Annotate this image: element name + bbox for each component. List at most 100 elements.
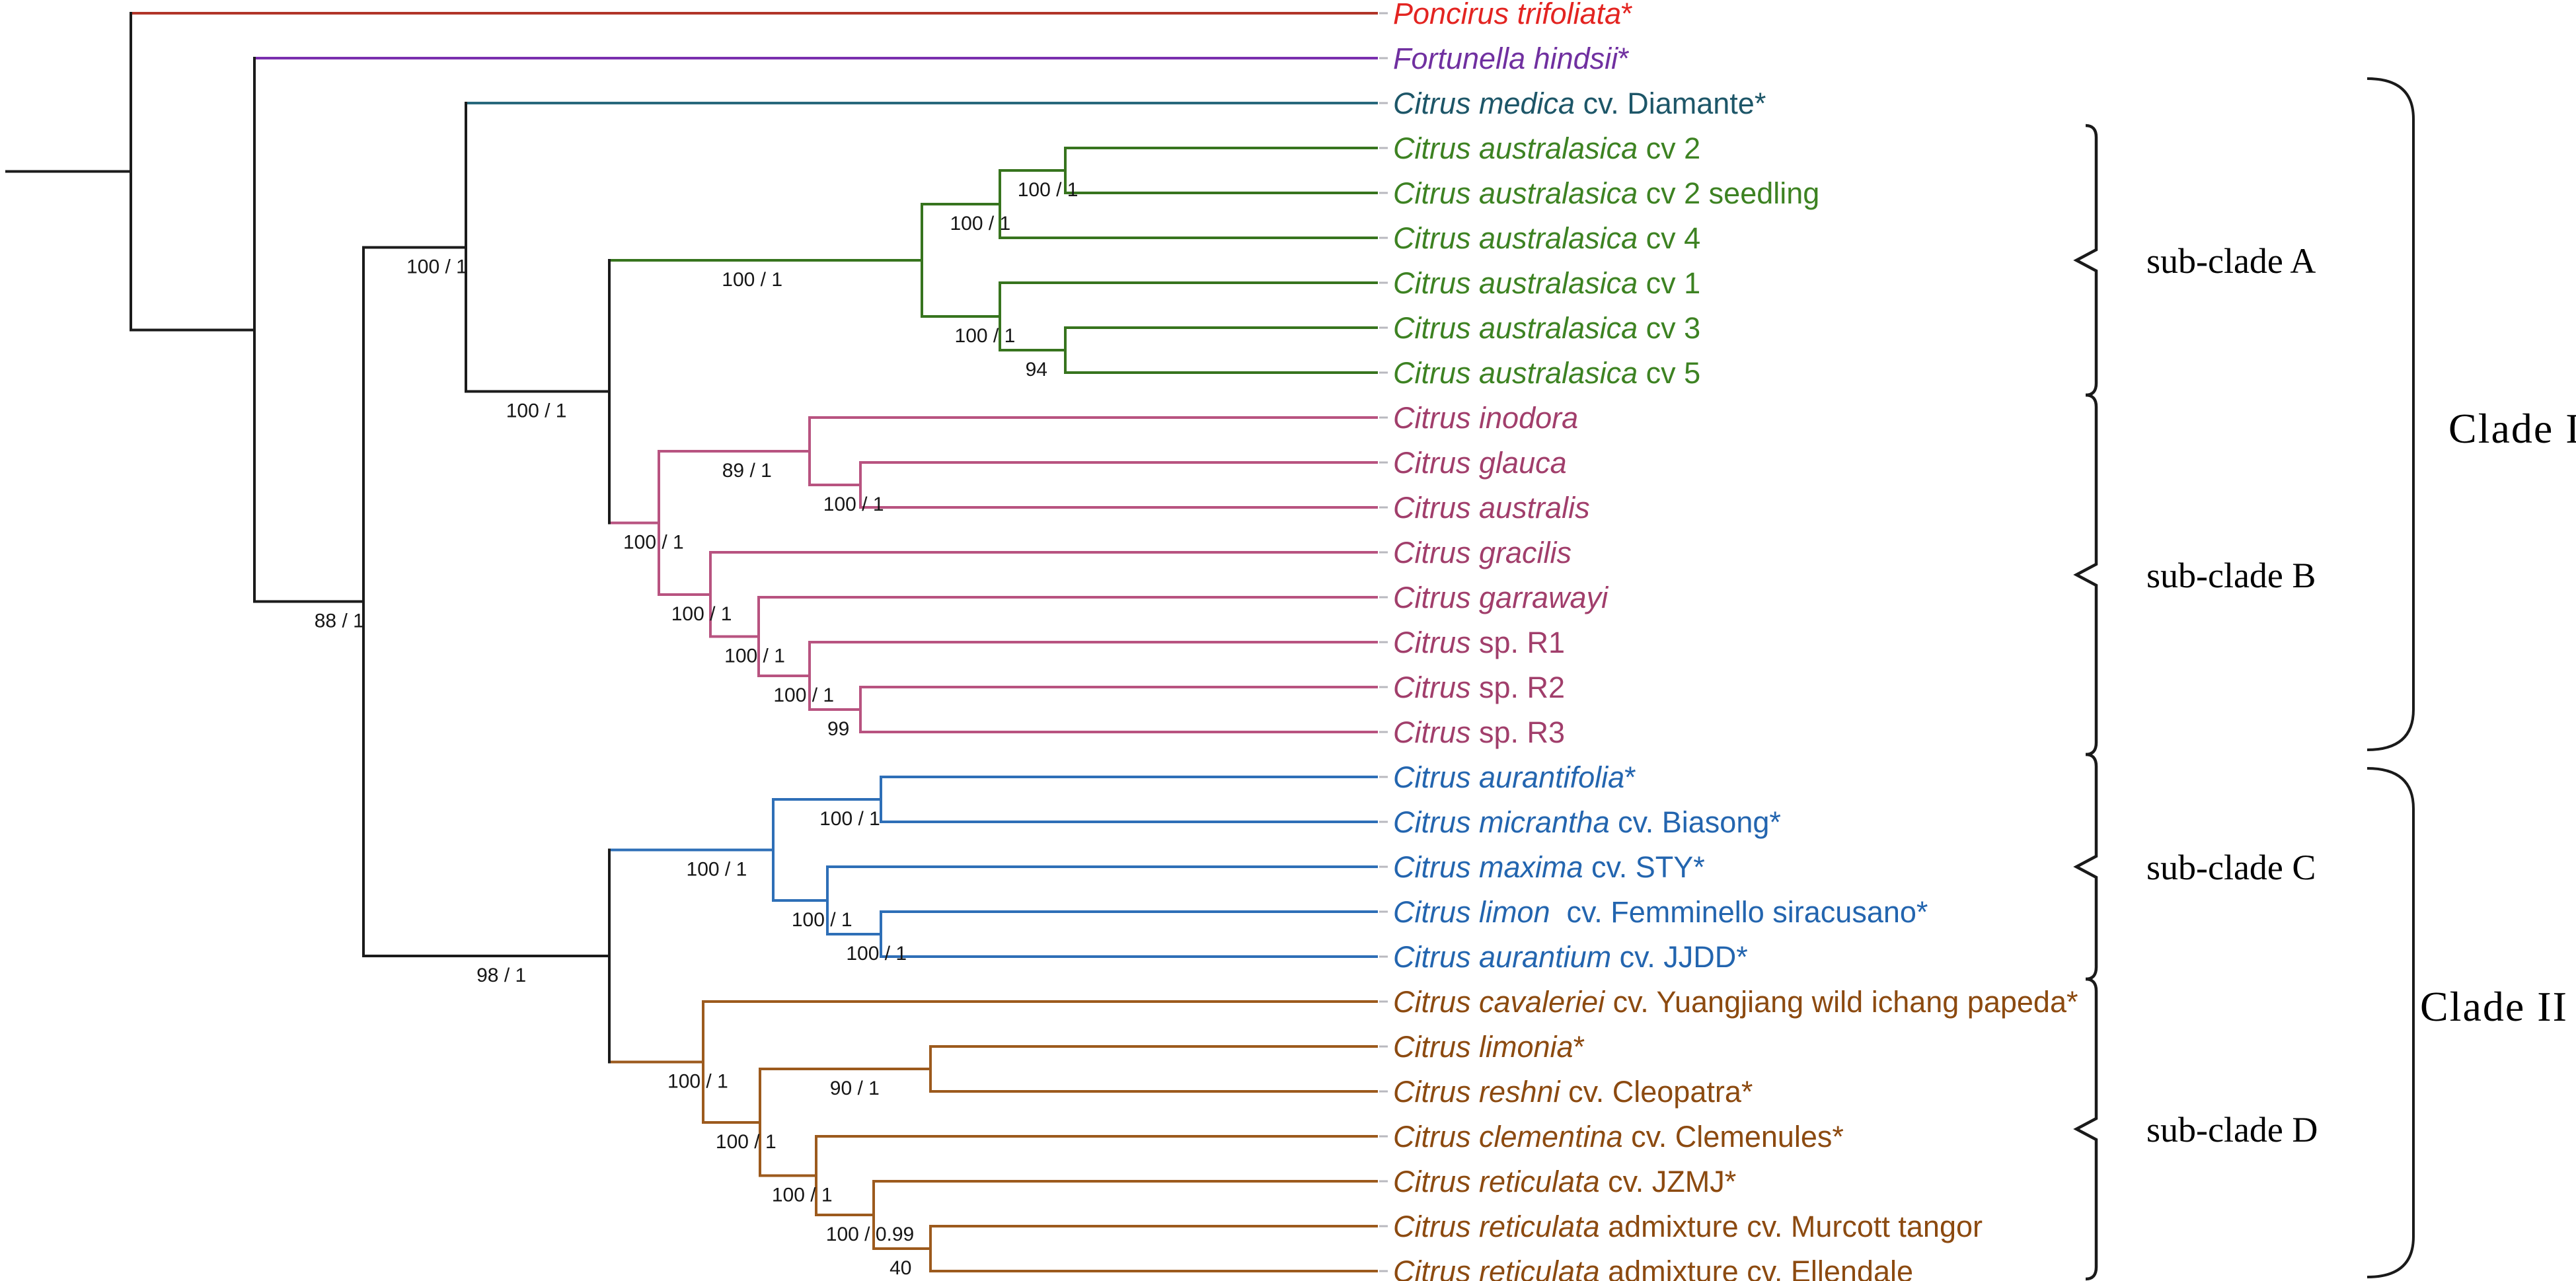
taxon-label: Citrus cavaleriei cv. Yuangjiang wild ic… xyxy=(1393,985,2078,1019)
subclade-label: sub-clade C xyxy=(2146,848,2316,887)
taxon-name-regular: cv. Clemenules* xyxy=(1623,1120,1844,1153)
taxon-name-italic: Citrus australasica xyxy=(1393,311,1638,345)
support-value: 100 / 1 xyxy=(846,943,907,965)
subclade-brace xyxy=(2073,752,2098,981)
taxon-name-regular: cv 5 xyxy=(1638,356,1700,390)
support-value: 100 / 1 xyxy=(724,645,785,667)
taxon-label: Citrus clementina cv. Clemenules* xyxy=(1393,1120,1844,1153)
taxon-name-regular: cv. Biasong* xyxy=(1610,805,1781,839)
taxon-name-regular: cv. JJDD* xyxy=(1611,940,1748,974)
taxon-label: Citrus reshni cv. Cleopatra* xyxy=(1393,1075,1753,1109)
support-value: 98 / 1 xyxy=(476,965,526,986)
taxon-name-italic: Citrus australasica xyxy=(1393,221,1638,255)
taxon-name-italic: Citrus reshni xyxy=(1393,1075,1562,1109)
subclade-brace xyxy=(2073,393,2098,756)
taxon-name-regular: cv. Diamante* xyxy=(1575,87,1766,120)
taxon-name-regular: cv. JZMJ* xyxy=(1600,1165,1737,1198)
clade-label: Clade II xyxy=(2420,983,2568,1030)
taxon-name-regular: sp. R1 xyxy=(1471,626,1566,659)
taxon-name-italic: Citrus australis xyxy=(1393,491,1590,525)
taxon-label: Citrus reticulata cv. JZMJ* xyxy=(1393,1165,1736,1198)
taxon-label: Citrus aurantifolia* xyxy=(1393,760,1636,794)
taxon-name-italic: Citrus reticulata xyxy=(1393,1165,1600,1198)
support-value: 100 / 1 xyxy=(722,269,782,291)
support-value: 89 / 1 xyxy=(722,460,772,482)
taxon-name-italic: Citrus micrantha xyxy=(1393,805,1610,839)
taxon-name-regular: sp. R3 xyxy=(1471,715,1566,749)
taxon-label: Citrus sp. R1 xyxy=(1393,626,1565,659)
taxon-name-italic: Citrus reticulata xyxy=(1393,1255,1600,1281)
support-value: 100 / 1 xyxy=(1018,179,1079,201)
support-value: 100 / 1 xyxy=(623,531,684,553)
taxon-label: Citrus sp. R2 xyxy=(1393,671,1565,704)
taxon-name-italic: Citrus maxima xyxy=(1393,850,1583,884)
subclade-label: sub-clade A xyxy=(2146,241,2316,281)
taxon-name-italic: Citrus inodora xyxy=(1393,401,1578,435)
taxon-name-regular: sp. R2 xyxy=(1471,671,1566,704)
taxon-label: Citrus medica cv. Diamante* xyxy=(1393,87,1766,120)
taxon-label: Citrus reticulata admixture cv. Murcott … xyxy=(1393,1210,1983,1243)
taxon-name-italic: Citrus australasica xyxy=(1393,176,1638,210)
taxon-name-italic: Citrus xyxy=(1393,626,1471,659)
clade-label: Clade I xyxy=(2448,405,2576,452)
taxon-name-italic: Citrus garrawayi xyxy=(1393,581,1609,614)
taxon-name-regular: * xyxy=(1624,760,1636,794)
taxon-label: Citrus gracilis xyxy=(1393,536,1572,569)
taxon-name-regular: * xyxy=(1621,0,1633,30)
taxon-name-italic: Citrus cavaleriei xyxy=(1393,985,1606,1019)
taxon-name-italic: Citrus australasica xyxy=(1393,356,1638,390)
support-value: 99 xyxy=(827,718,849,740)
clade-bracket xyxy=(2367,77,2415,751)
support-value: 100 / 1 xyxy=(506,400,567,422)
taxon-name-regular: cv. STY* xyxy=(1583,850,1705,884)
support-value: 100 / 1 xyxy=(671,603,732,625)
taxon-name-italic: Citrus australasica xyxy=(1393,266,1638,300)
taxon-name-regular: cv 2 seedling xyxy=(1638,176,1819,210)
taxon-name-regular: cv 1 xyxy=(1638,266,1700,300)
subclade-label: sub-clade B xyxy=(2146,556,2316,595)
taxon-name-regular: * xyxy=(1618,42,1630,75)
taxon-name-italic: Citrus limon xyxy=(1393,895,1550,929)
taxon-name-regular: cv. Femminello siracusano* xyxy=(1550,895,1928,929)
support-value: 100 / 1 xyxy=(773,684,834,706)
taxon-name-regular: admixture cv. Ellendale xyxy=(1600,1255,1913,1281)
support-value: 94 xyxy=(1026,359,1047,381)
taxon-label: Citrus australasica cv 4 xyxy=(1393,221,1700,255)
taxon-name-regular: cv 4 xyxy=(1638,221,1700,255)
support-value: 100 / 1 xyxy=(772,1185,833,1206)
taxon-name-italic: Citrus aurantium xyxy=(1393,940,1611,974)
support-value: 100 / 1 xyxy=(687,859,747,881)
taxon-name-italic: Citrus reticulata xyxy=(1393,1210,1600,1243)
subclade-label: sub-clade D xyxy=(2146,1110,2318,1150)
taxon-name-italic: Citrus aurantifolia xyxy=(1393,760,1624,794)
taxon-name-regular: cv. Yuangjiang wild ichang papeda* xyxy=(1605,985,2078,1019)
taxon-label: Citrus inodora xyxy=(1393,401,1578,435)
taxon-label: Citrus australis xyxy=(1393,491,1590,525)
taxon-name-regular: cv 2 xyxy=(1638,131,1700,165)
taxon-label: Citrus limonia* xyxy=(1393,1030,1585,1064)
taxon-name-italic: Citrus australasica xyxy=(1393,131,1638,165)
support-value: 100 / 1 xyxy=(955,325,1016,347)
taxon-label: Citrus australasica cv 1 xyxy=(1393,266,1700,300)
subclade-brace xyxy=(2073,977,2098,1281)
taxon-label: Fortunella hindsii* xyxy=(1393,42,1630,75)
taxon-name-italic: Citrus gracilis xyxy=(1393,536,1572,569)
support-value: 100 / 1 xyxy=(792,909,852,931)
support-value: 100 / 1 xyxy=(823,494,884,515)
taxon-name-italic: Poncirus trifoliata xyxy=(1393,0,1621,30)
taxon-name-italic: Citrus limonia xyxy=(1393,1030,1573,1064)
support-value: 100 / 0.99 xyxy=(826,1224,914,1245)
taxon-name-italic: Citrus medica xyxy=(1393,87,1575,120)
taxon-name-italic: Citrus xyxy=(1393,671,1471,704)
taxon-label: Citrus maxima cv. STY* xyxy=(1393,850,1705,884)
support-value: 100 / 1 xyxy=(950,213,1010,235)
taxon-label: Citrus australasica cv 3 xyxy=(1393,311,1700,345)
support-value: 88 / 1 xyxy=(315,610,364,632)
support-value: 100 / 1 xyxy=(716,1131,777,1153)
subclade-brace xyxy=(2073,124,2098,397)
taxon-label: Citrus australasica cv 5 xyxy=(1393,356,1700,390)
support-value: 90 / 1 xyxy=(830,1078,880,1099)
taxon-label: Citrus sp. R3 xyxy=(1393,715,1565,749)
taxon-label: Citrus reticulata admixture cv. Ellendal… xyxy=(1393,1255,1913,1281)
